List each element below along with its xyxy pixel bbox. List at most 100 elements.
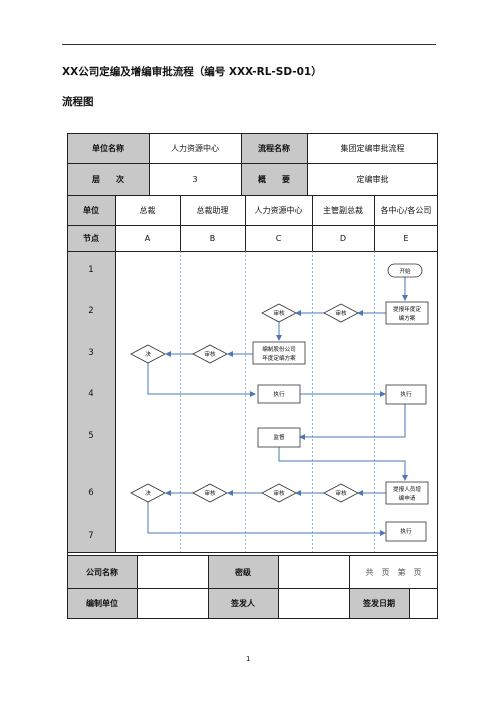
process-box xyxy=(385,384,427,405)
node-c4: 执行 xyxy=(273,390,285,398)
lane-name-b: 总裁助理 xyxy=(196,205,229,215)
process-box xyxy=(385,301,429,325)
lane-name-e: 各中心/各公司 xyxy=(380,205,432,215)
grid-line xyxy=(67,552,438,556)
process-box xyxy=(385,481,429,505)
top-rule xyxy=(62,44,436,45)
decision-diamond xyxy=(192,344,228,364)
lane-code-a: A xyxy=(144,233,151,243)
grid-line xyxy=(241,133,242,195)
decision-diamond xyxy=(323,303,359,323)
gray-unit xyxy=(67,195,115,225)
step-number: 1 xyxy=(88,265,94,275)
pages-text: 共 页 第 页 xyxy=(365,567,422,577)
node-e4: 执行 xyxy=(400,390,412,398)
flow-name-label: 流程名称 xyxy=(258,143,290,153)
node-c6: 审核 xyxy=(273,489,285,497)
grid-line xyxy=(245,195,246,251)
step-number: 2 xyxy=(88,306,94,316)
step-number: 7 xyxy=(88,531,94,541)
node-c3: 年度定编方案 xyxy=(262,354,296,362)
level-label: 层 次 xyxy=(92,174,124,184)
page-number: 1 xyxy=(246,655,251,663)
dept-label: 编制单位 xyxy=(86,599,118,608)
grid-line xyxy=(409,588,410,619)
gray-company xyxy=(67,556,137,588)
unit-name-value: 人力资源中心 xyxy=(171,143,219,153)
node-start: 开始 xyxy=(399,267,411,275)
node-c2: 审核 xyxy=(273,309,285,317)
overview-value: 定编审批 xyxy=(356,174,389,184)
process-box xyxy=(257,427,301,448)
decision-diamond xyxy=(261,303,297,323)
grid-line xyxy=(374,195,375,251)
gray-level xyxy=(67,163,149,195)
gray-steps-column xyxy=(67,251,115,552)
gray-unit-name xyxy=(67,133,149,163)
grid-line xyxy=(312,195,313,251)
level-value: 3 xyxy=(192,174,198,184)
gray-node xyxy=(67,225,115,251)
gray-dept xyxy=(67,588,137,619)
start-terminal xyxy=(387,263,423,278)
connector xyxy=(278,447,408,481)
grid-line xyxy=(137,556,138,619)
node-c5: 监督 xyxy=(273,433,285,441)
node-e6: 编申请 xyxy=(399,494,416,502)
connector xyxy=(147,502,386,536)
secret-label: 密级 xyxy=(235,567,251,577)
grid-line xyxy=(180,195,181,251)
grid-line xyxy=(67,588,438,589)
document-title: XX公司定编及增编审批流程（编号 XXX-RL-SD-01） xyxy=(62,66,322,78)
node-e2: 编方案 xyxy=(399,314,416,322)
decision-diamond xyxy=(192,483,228,503)
date-label: 签发日期 xyxy=(363,599,395,608)
gray-overview xyxy=(241,163,307,195)
issuer-label: 签发人 xyxy=(231,599,255,608)
lane-name-a: 总裁 xyxy=(139,205,156,215)
gray-issuer xyxy=(208,588,278,619)
decision-diamond xyxy=(130,483,166,503)
node-e6: 提报人员增 xyxy=(393,485,421,493)
node-d2: 审核 xyxy=(335,309,347,317)
grid-line xyxy=(278,556,279,619)
grid-line xyxy=(149,133,150,195)
node-c3: 编制股份公司 xyxy=(262,345,296,353)
node-e7: 执行 xyxy=(400,527,412,535)
overview-label: 概 要 xyxy=(258,174,290,184)
lane-code-e: E xyxy=(403,233,409,243)
lane-code-d: D xyxy=(339,233,347,243)
unit-label: 单位 xyxy=(83,205,99,215)
connector xyxy=(299,404,406,440)
process-box xyxy=(385,521,427,542)
issuer-value xyxy=(278,588,349,619)
document-subtitle: 流程图 xyxy=(62,96,94,108)
node-label: 节点 xyxy=(83,233,99,243)
lane-name-d: 主管副总裁 xyxy=(323,205,363,215)
lane-name-c: 人力资源中心 xyxy=(254,205,303,215)
step-number: 3 xyxy=(88,348,94,358)
gray-date xyxy=(349,588,409,619)
date-value xyxy=(409,588,438,619)
grid-line xyxy=(307,133,308,195)
secret-value xyxy=(278,556,349,588)
flow-table xyxy=(67,133,438,619)
decision-diamond xyxy=(323,483,359,503)
node-d6: 审核 xyxy=(335,489,347,497)
grid-line xyxy=(67,163,438,164)
lane-code-b: B xyxy=(209,233,216,243)
node-e2: 提报年度定 xyxy=(393,305,421,313)
gray-flow-name xyxy=(241,133,307,163)
grid-line xyxy=(67,195,438,196)
grid-line xyxy=(67,225,438,226)
grid-line xyxy=(115,195,116,552)
dept-value xyxy=(137,588,208,619)
node-b3: 审核 xyxy=(204,350,216,358)
step-number: 5 xyxy=(88,431,94,441)
step-number: 6 xyxy=(88,488,94,498)
node-b6: 审核 xyxy=(204,489,216,497)
grid-line xyxy=(349,556,350,619)
decision-diamond xyxy=(130,344,166,364)
step-number: 4 xyxy=(88,389,94,399)
